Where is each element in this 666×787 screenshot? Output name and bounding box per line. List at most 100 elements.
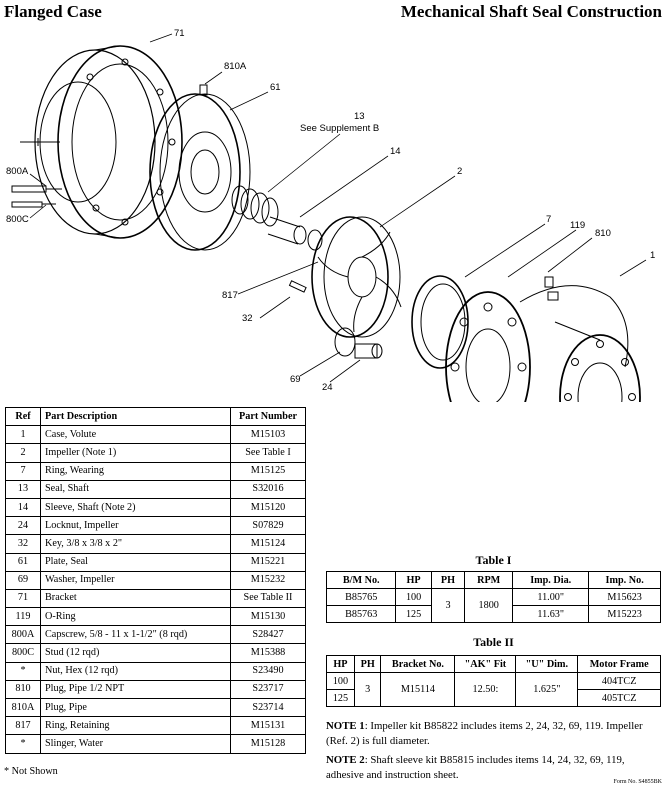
description-cell: Capscrew, 5/8 - 11 x 1-1/2" (8 rqd) — [40, 625, 231, 645]
ref-cell: 800A — [5, 625, 41, 645]
description-cell: Ring, Wearing — [40, 461, 231, 481]
callout-24: 24 — [322, 382, 333, 393]
description-cell: Locknut, Impeller — [40, 516, 231, 536]
table-row: B85765 100 3 1800 11.00" M15623 — [325, 588, 661, 623]
callout-817: 817 — [222, 290, 238, 301]
page-title-right: Mechanical Shaft Seal Construction — [400, 2, 662, 21]
description-cell: Impeller (Note 1) — [40, 443, 231, 463]
table2-header: "U" Dim. — [515, 655, 579, 673]
note-2: NOTE 2: Shaft sleeve kit B85815 includes… — [326, 753, 662, 783]
ref-cell: 800C — [5, 643, 41, 663]
table2-header: PH — [353, 655, 382, 673]
shaft-sleeve-drawing — [267, 216, 323, 251]
table-cell: 3 — [353, 672, 382, 707]
washer-drawing — [334, 327, 356, 357]
form-number: Form No. S4855BK — [613, 779, 662, 785]
description-cell: Plate, Seal — [40, 552, 231, 572]
part-number-cell: See Table I — [230, 443, 306, 463]
note-2-label: NOTE 2 — [326, 754, 365, 766]
table-cell: 405TCZ — [577, 689, 661, 707]
callout-69: 69 — [290, 374, 301, 385]
description-cell: Plug, Pipe — [40, 697, 231, 718]
table1-header: PH — [430, 571, 466, 589]
ref-cell: 24 — [5, 516, 41, 536]
table-row: B85763 125 11.63" M15223 — [325, 605, 661, 623]
bracket-table: HP PH Bracket No. "AK" Fit "U" Dim. Moto… — [326, 655, 661, 707]
ref-cell: * — [5, 734, 41, 754]
ref-cell: 810 — [5, 679, 41, 700]
callout-119: 119 — [570, 220, 585, 231]
ref-cell: 1 — [5, 425, 41, 445]
table-cell: B85763 — [325, 605, 397, 623]
note-1: NOTE 1: Impeller kit B85822 includes ite… — [326, 719, 662, 749]
table-cell: M15623 — [588, 588, 661, 606]
callout-1: 1 — [650, 250, 655, 261]
impeller-table: B/M No. HP PH RPM Imp. Dia. Imp. No. B85… — [325, 571, 661, 623]
table2-header: "AK" Fit — [454, 655, 517, 673]
callout-800c: 800C — [6, 214, 29, 225]
notes-section: NOTE 1: Impeller kit B85822 includes ite… — [326, 719, 662, 787]
ref-cell: 810A — [5, 697, 41, 718]
impeller-drawing — [311, 216, 402, 338]
table-cell: 100 — [326, 672, 355, 690]
table2-caption: Table II — [473, 635, 514, 649]
part-number-cell: S28427 — [230, 625, 306, 645]
part-number-cell: M15131 — [230, 716, 306, 736]
description-cell: O-Ring — [40, 607, 231, 627]
callout-2: 2 — [457, 166, 462, 177]
table2-header: Motor Frame — [577, 655, 661, 673]
description-cell: Ring, Retaining — [40, 716, 231, 736]
description-cell: Sleeve, Shaft (Note 2) — [40, 497, 231, 518]
callout-14: 14 — [390, 146, 401, 157]
table-cell: 125 — [395, 605, 432, 623]
ref-column-header: Ref — [5, 406, 41, 427]
callout-13-note: See Supplement B — [300, 123, 379, 134]
table-cell: 1.625" — [515, 672, 579, 707]
part-number-cell: M15103 — [230, 425, 306, 445]
table1-header: Imp. No. — [588, 571, 661, 589]
shaft-seal-drawing — [231, 185, 279, 227]
ref-cell: * — [5, 661, 41, 681]
description-cell: Seal, Shaft — [40, 479, 231, 499]
table-cell: 11.63" — [512, 605, 590, 623]
note-1-text: : Impeller kit B85822 includes items 2, … — [326, 720, 643, 747]
ref-cell: 61 — [5, 552, 41, 572]
table-cell: M15223 — [588, 605, 661, 623]
table2-header: HP — [326, 655, 355, 673]
table1-header: RPM — [464, 571, 514, 589]
table-cell: B85765 — [325, 588, 397, 606]
table1-header-row: B/M No. HP PH RPM Imp. Dia. Imp. No. — [325, 571, 661, 589]
ref-cell: 13 — [5, 479, 41, 499]
part-number-cell: S23714 — [230, 697, 306, 718]
plug-810a-drawing — [199, 84, 208, 96]
callout-71: 71 — [174, 28, 185, 39]
ref-cell: 14 — [5, 497, 41, 518]
ref-cell: 32 — [5, 534, 41, 554]
table-cell: 1800 — [464, 588, 514, 623]
part-number-cell: See Table II — [230, 588, 306, 609]
part-number-column-header: Part Number — [230, 406, 306, 427]
part-number-cell: M15232 — [230, 570, 306, 590]
exploded-view-diagram: 71 810A 61 13 See Supplement B 14 2 800A… — [6, 28, 655, 402]
page-title-left: Flanged Case — [4, 2, 102, 21]
part-number-cell: S07829 — [230, 516, 306, 536]
callout-32: 32 — [242, 313, 253, 324]
table-cell: M15114 — [380, 672, 456, 707]
key-drawing — [288, 280, 307, 293]
ref-cell: 2 — [5, 443, 41, 463]
description-cell: Plug, Pipe 1/2 NPT — [40, 679, 231, 700]
